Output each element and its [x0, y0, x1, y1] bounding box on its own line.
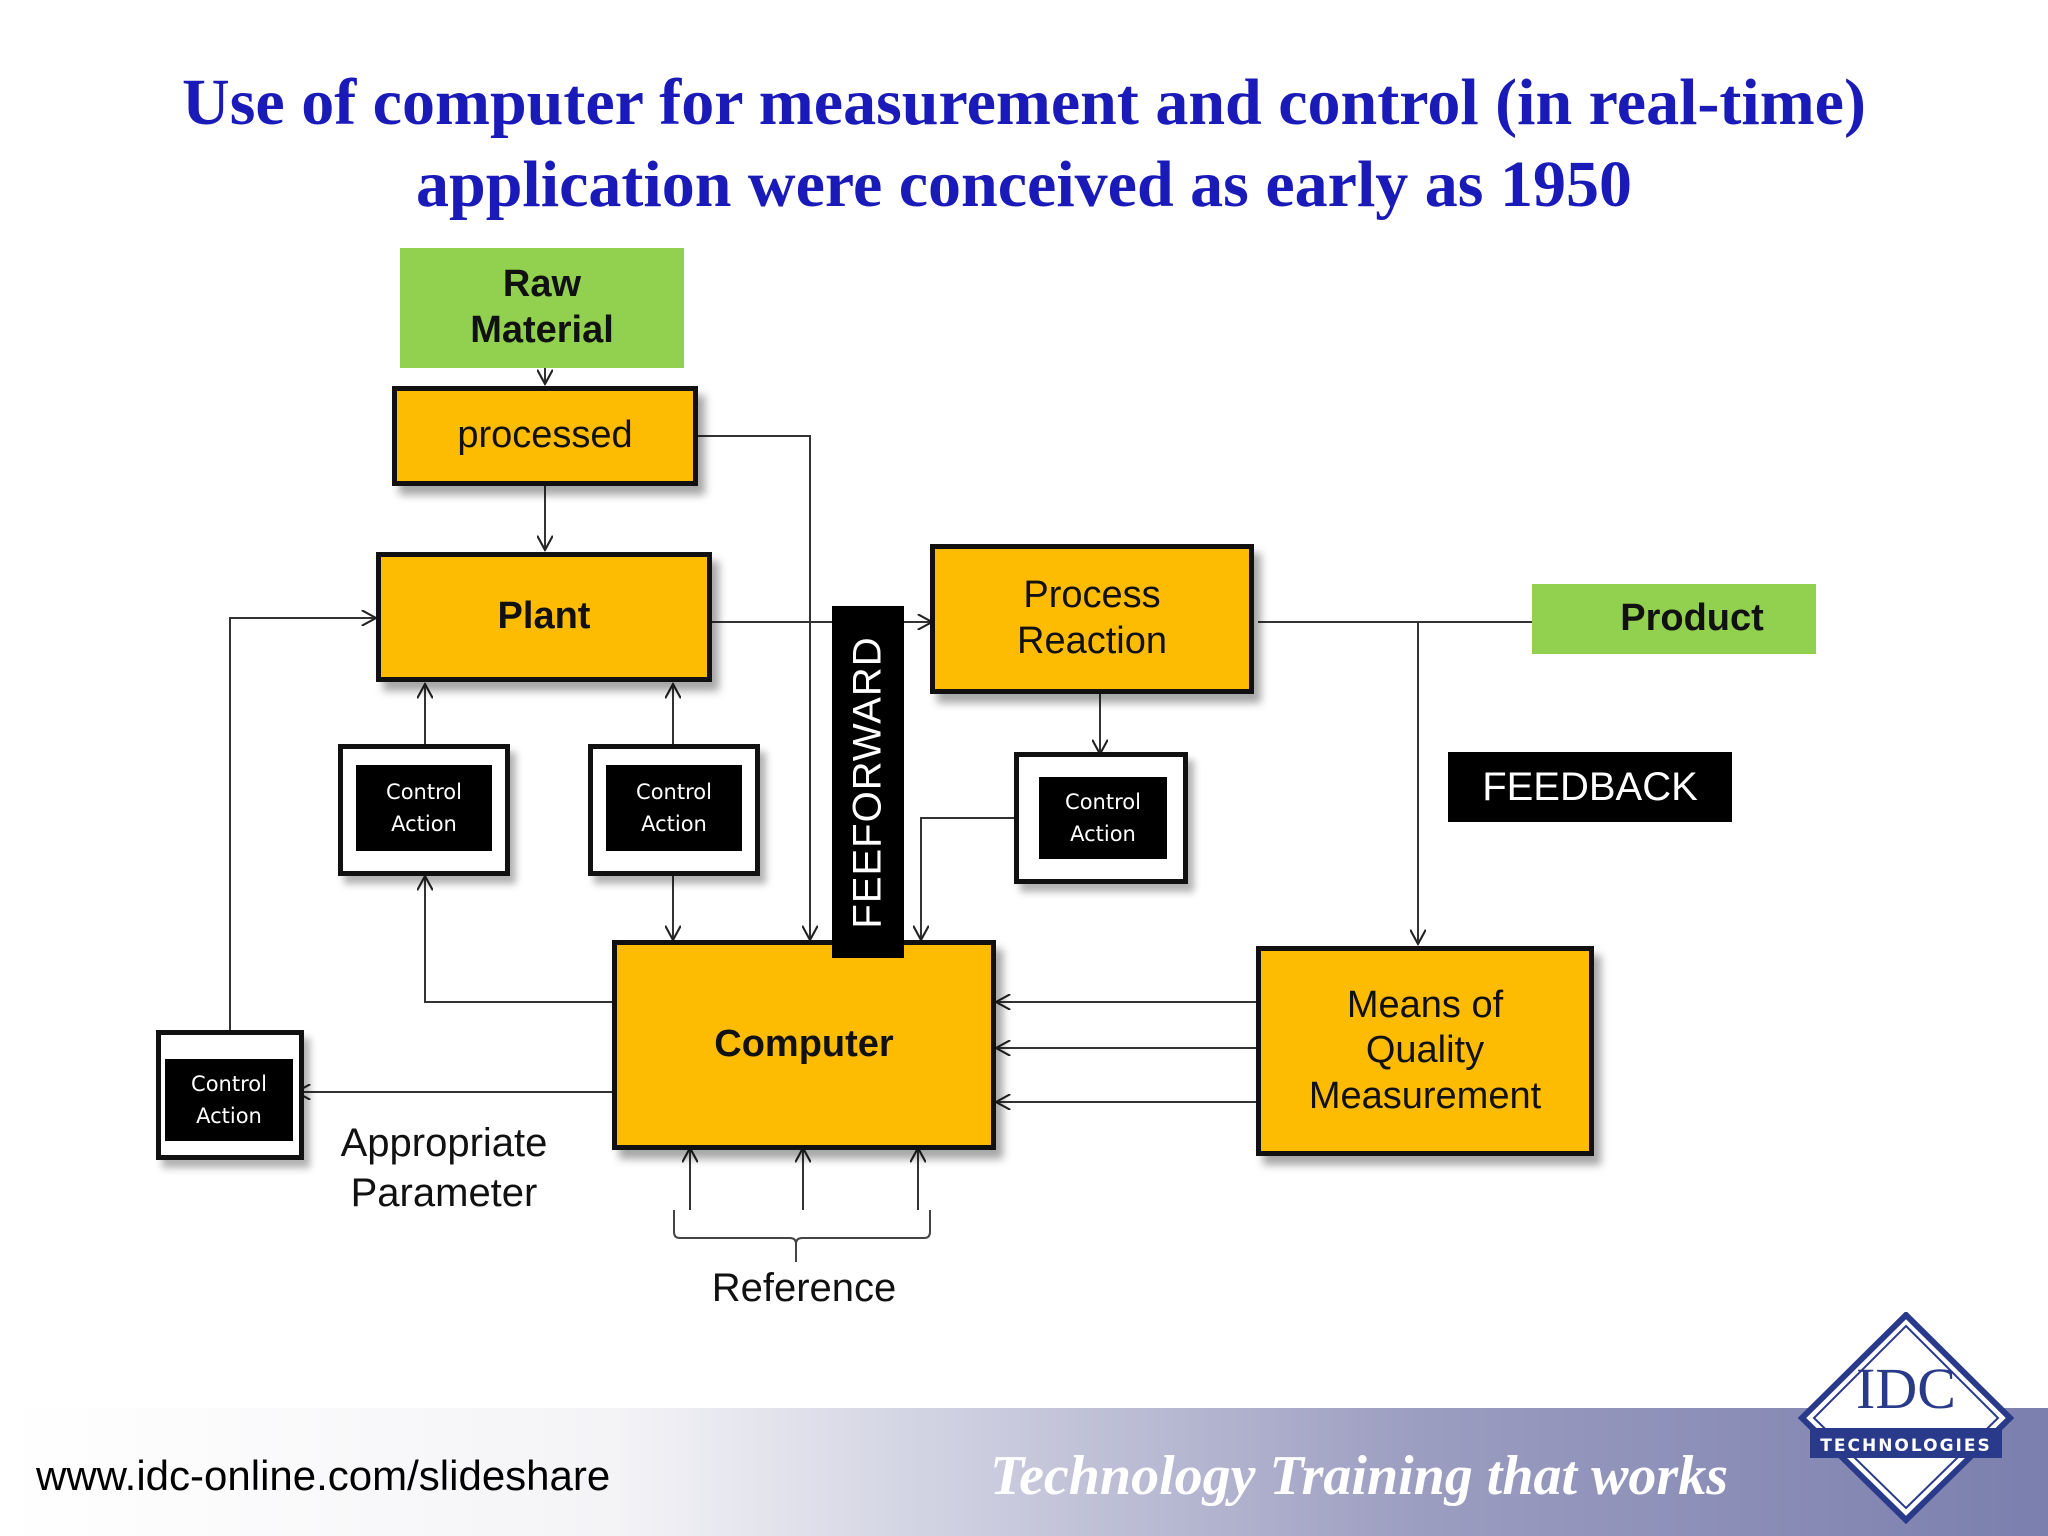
feedback-label: FEEDBACK — [1482, 764, 1698, 809]
process-reaction-line-1: Process — [1023, 574, 1161, 617]
control-action-box-4: Control Action — [156, 1030, 304, 1160]
plant-label: Plant — [497, 595, 591, 638]
raw-material-box: Raw Material — [400, 248, 684, 368]
plant-box: Plant — [376, 552, 712, 682]
footer-band — [0, 1408, 2048, 1536]
feedforward-label: FEEFORWARD — [845, 635, 890, 929]
appropriate-parameter-line-2: Parameter — [350, 1171, 538, 1215]
footer-url: www.idc-online.com/slideshare — [36, 1452, 611, 1499]
arrow-control3-to-plant — [229, 618, 376, 1030]
quality-line-1: Means of — [1346, 983, 1504, 1026]
logo-main-text: IDC — [1856, 1356, 1956, 1421]
logo-sub-text: TECHNOLOGIES — [1820, 1436, 1991, 1456]
arrow-computer-to-control1 — [425, 876, 616, 1003]
control-action-box-2: Control Action — [588, 744, 760, 876]
control-action-1-line-2: Action — [391, 812, 457, 836]
title-line-2: application were conceived as early as 1… — [416, 148, 1632, 221]
raw-material-line-2: Material — [470, 309, 614, 351]
control-action-2-line-1: Control — [636, 780, 712, 804]
quality-measurement-box: Means of Quality Measurement — [1256, 946, 1594, 1156]
raw-material-line-1: Raw — [502, 263, 582, 306]
appropriate-parameter-line-1: Appropriate — [340, 1121, 548, 1165]
control-action-2-line-2: Action — [641, 812, 707, 836]
control-action-3-line-2: Action — [1070, 822, 1136, 846]
control-action-3-line-1: Control — [1065, 790, 1141, 814]
control-action-4-line-1: Control — [191, 1072, 267, 1096]
reference-brace — [673, 1210, 931, 1262]
idc-logo: IDC TECHNOLOGIES — [1797, 1312, 2015, 1524]
arrow-control-right-to-computer — [921, 817, 1014, 940]
process-reaction-line-2: Reaction — [1017, 620, 1167, 662]
process-reaction-box: Process Reaction — [930, 544, 1254, 694]
control-action-box-3: Control Action — [1014, 752, 1188, 884]
arrow-processed-to-computer — [696, 435, 810, 940]
control-action-box-1: Control Action — [338, 744, 510, 876]
product-box: Product — [1532, 584, 1816, 654]
reference-label: Reference — [711, 1266, 897, 1310]
processed-label: processed — [457, 414, 633, 457]
control-action-4-line-2: Action — [196, 1104, 262, 1128]
processed-box: processed — [392, 386, 698, 486]
feedback-label-box: FEEDBACK — [1448, 752, 1732, 822]
computer-label: Computer — [714, 1023, 894, 1066]
product-label: Product — [1620, 597, 1764, 640]
computer-box: Computer — [612, 940, 996, 1150]
control-action-1-line-1: Control — [386, 780, 462, 804]
slide-title: Use of computer for measurement and cont… — [0, 62, 2048, 226]
footer-tagline: Technology Training that works — [990, 1445, 1729, 1507]
title-line-1: Use of computer for measurement and cont… — [182, 66, 1866, 139]
quality-line-3: Measurement — [1308, 1074, 1542, 1117]
appropriate-parameter-label: Appropriate Parameter — [326, 1118, 562, 1218]
feedforward-label-box: FEEFORWARD — [832, 606, 904, 958]
quality-line-2: Quality — [1365, 1029, 1485, 1072]
